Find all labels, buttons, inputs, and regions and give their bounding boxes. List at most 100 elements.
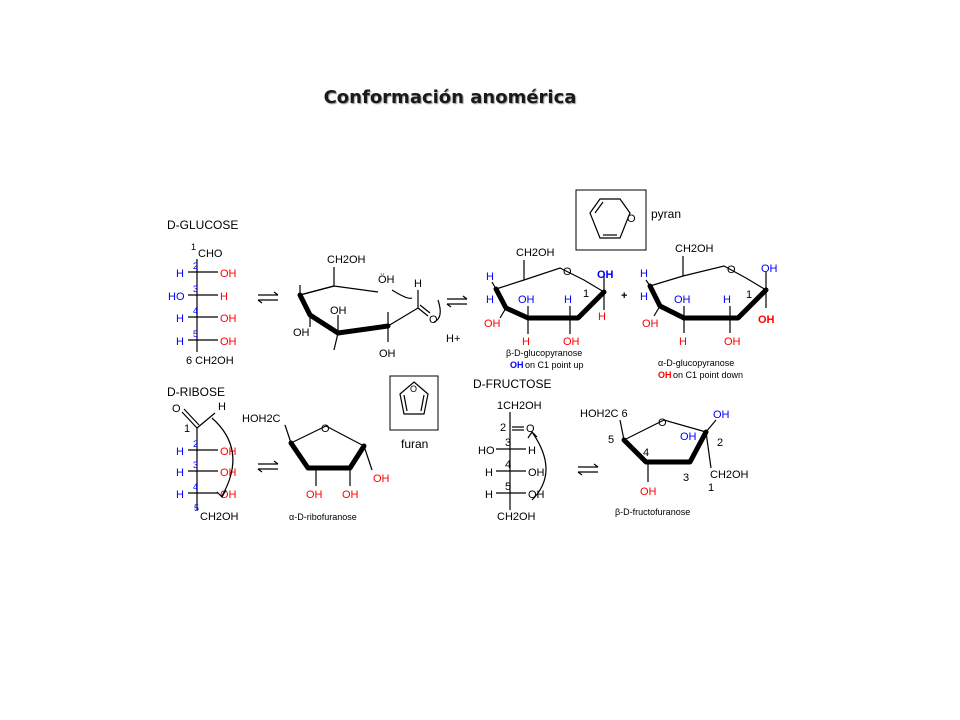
beta-oh-c3: OH [518, 294, 535, 306]
ribose-c4-num: 4 [193, 482, 198, 492]
alpha-note: on C1 point down [673, 370, 743, 380]
fructo-ch2oh: CH2OH [710, 469, 749, 481]
fructo-c4-num: 4 [643, 447, 649, 459]
ribose-fischer: D-RIBOSE O H 1 H 2 OH H 3 OH H 4 OH 5 CH… [167, 385, 239, 523]
ribo-name: α-D-ribofuranose [289, 512, 357, 522]
fructo-c1-num: 1 [708, 482, 714, 494]
alpha-oh-c3: OH [674, 294, 691, 306]
glucose-c3-num: 3 [193, 284, 198, 294]
beta-note: on C1 point up [525, 360, 584, 370]
fructose-c4-left: H [485, 467, 493, 479]
ribo-o: O [321, 423, 330, 435]
beta-anomeric-oh: OH [597, 269, 614, 281]
glucose-fischer: D-GLUCOSE 1 CHO H 2 OH HO 3 H H 4 OH H 5… [167, 218, 238, 367]
ribose-c2-num: 2 [193, 439, 198, 449]
ribose-h-top: H [218, 401, 226, 413]
ribose-c4-left: H [176, 489, 184, 501]
alpha-h-c4: H [640, 291, 648, 303]
pyran-label: pyran [651, 207, 681, 221]
oc-o: O [429, 314, 438, 326]
fructo-oh-mid: OH [680, 431, 697, 443]
glucose-c4-right: OH [220, 313, 237, 325]
glucose-c3-right: H [220, 291, 228, 303]
alpha-anomeric-oh: OH [758, 314, 775, 326]
ribo-oh-c1: OH [373, 473, 390, 485]
ribose-label: D-RIBOSE [167, 385, 225, 399]
fructose-c2-num: 2 [500, 422, 506, 434]
glucose-c4-num: 4 [193, 306, 198, 316]
ribose-c3-num: 3 [193, 460, 198, 470]
fructo-o: O [658, 417, 667, 429]
alpha-h-c5: H [640, 268, 648, 280]
beta-h-c3: H [522, 336, 530, 348]
glucose-c3-left: HO [168, 291, 185, 303]
alpha-note-oh: OH [658, 370, 672, 380]
ribose-c3-left: H [176, 467, 184, 479]
open-chain-chair: CH2OH ÖH OH OH OH H O H+ [293, 254, 460, 360]
oc-h-plus: H+ [446, 333, 460, 345]
ribose-c2-left: H [176, 446, 184, 458]
fructose-c3-left: HO [478, 445, 495, 457]
fructo-name: β-D-fructofuranose [615, 507, 690, 517]
glucose-c5-right: OH [220, 336, 237, 348]
ribo-oh-c3: OH [306, 489, 323, 501]
beta-c1-num: 1 [583, 288, 589, 300]
fructo-oh-top: OH [713, 409, 730, 421]
fructose-c3-right: H [528, 445, 536, 457]
alpha-c1-num: 1 [746, 289, 752, 301]
beta-ch2oh: CH2OH [516, 247, 555, 259]
ribose-c1-num: 1 [184, 423, 190, 435]
equilibrium-arrow-1 [257, 291, 279, 304]
ribose-ch2oh: CH2OH [200, 511, 239, 523]
furan-o: O [410, 384, 417, 394]
alpha-oh-c4: OH [642, 318, 659, 330]
fructose-ch2oh: CH2OH [497, 511, 536, 523]
fructo-oh-bottom: OH [640, 486, 657, 498]
glucose-c6: 6 CH2OH [186, 355, 234, 367]
fructose-c4-right: OH [528, 467, 545, 479]
alpha-h-c2: H [723, 294, 731, 306]
oc-oh2: OH [330, 305, 347, 317]
ribose-o: O [172, 403, 181, 415]
oc-oh1: OH [293, 327, 310, 339]
beta-glucopyranose: CH2OH O OH H H OH H OH H H OH 1 β-D-gluc… [484, 247, 627, 370]
beta-oh-c2: OH [563, 336, 580, 348]
furan-structure: O furan [389, 375, 439, 451]
beta-h-c2: H [564, 294, 572, 306]
beta-h-c5: H [486, 271, 494, 283]
glucose-c5-num: 5 [193, 329, 198, 339]
glucose-c2-left: H [176, 268, 184, 280]
pyran-o: O [627, 213, 636, 225]
alpha-h-c3: H [679, 336, 687, 348]
alpha-ring-o: O [727, 264, 736, 276]
beta-fructofuranose: HOH2C 6 5 O OH OH 2 CH2OH 1 4 3 OH β-D-f… [580, 408, 749, 517]
glucose-c1-number: 1 [191, 242, 196, 252]
fructose-c5-left: H [485, 489, 493, 501]
oc-oh-top: ÖH [378, 274, 395, 286]
fructo-c5-num: 5 [608, 434, 614, 446]
fructose-o: O [526, 423, 535, 435]
fructo-c2-num: 2 [717, 437, 723, 449]
alpha-ch2oh: CH2OH [675, 243, 714, 255]
oc-oh3: OH [379, 348, 396, 360]
oc-h: H [414, 278, 422, 290]
alpha-h-c1: OH [761, 263, 778, 275]
oc-ch2oh: CH2OH [327, 254, 366, 266]
plus-sign: + [621, 290, 627, 302]
ribo-oh-c2: OH [342, 489, 359, 501]
beta-name: β-D-glucopyranose [506, 348, 582, 358]
glucose-c2-num: 2 [193, 261, 198, 271]
beta-oh-c4: OH [484, 318, 501, 330]
glucose-cho: CHO [198, 248, 223, 260]
fructose-label: D-FRUCTOSE [473, 377, 551, 391]
beta-h-c1: H [598, 311, 606, 323]
fructose-c4-num: 4 [505, 459, 511, 471]
page-title: Conformación anomérica [323, 87, 577, 108]
fructose-c5-num: 5 [505, 481, 511, 493]
ribo-hoh2c: HOH2C [242, 413, 281, 425]
ribose-c5-num: 5 [194, 503, 199, 513]
beta-h-c4: H [486, 294, 494, 306]
fructo-hoh2c: HOH2C 6 [580, 408, 628, 420]
fructose-c3-num: 3 [505, 437, 511, 449]
